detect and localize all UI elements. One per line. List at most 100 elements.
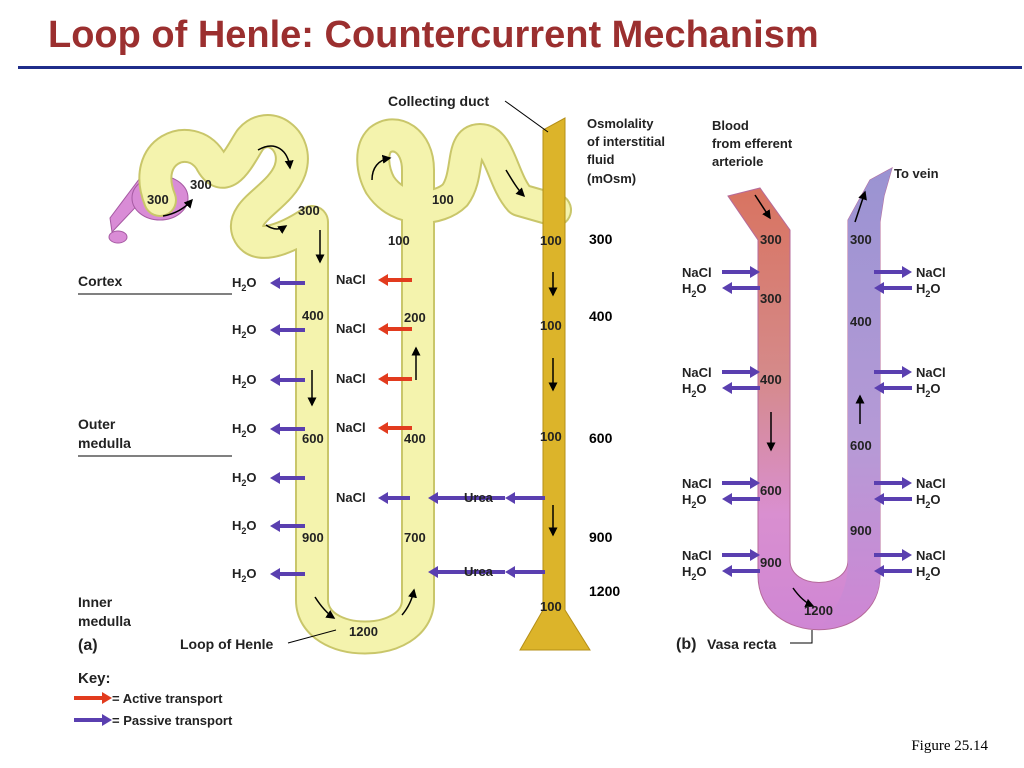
osm-900: 900: [589, 529, 613, 545]
urea-arrow-1: [505, 492, 545, 504]
vr-ascending-600: 600: [850, 438, 872, 453]
vr-right-h2o-arrow-3: [874, 493, 912, 505]
value-ascending-top: 100: [388, 233, 410, 248]
h2o-arrow-descending-6: [270, 520, 305, 532]
vr-left-nacl-arrow-2: [722, 366, 760, 378]
vr-left-nacl-label-1: NaCl: [682, 265, 712, 280]
h2o-label-descending-3: H2O: [232, 372, 257, 390]
vr-ascending-400: 400: [850, 314, 872, 329]
inner-medulla-label-2: medulla: [78, 613, 131, 629]
vr-left-h2o-label-3: H2O: [682, 492, 707, 510]
vr-bend-1200: 1200: [804, 603, 833, 618]
blood-label-line2: from efferent: [712, 136, 793, 151]
vr-right-h2o-label-3: H2O: [916, 492, 941, 510]
value-ascending-700: 700: [404, 530, 426, 545]
osm-header-line3: fluid: [587, 152, 614, 167]
urea-to-loop-arrow-2: [428, 566, 505, 578]
vr-right-h2o-label-1: H2O: [916, 281, 941, 299]
nacl-active-arrow-2: [378, 323, 412, 335]
loop-leader: [287, 629, 337, 644]
vr-right-h2o-arrow-2: [874, 382, 912, 394]
nacl-label-ascending-3: NaCl: [336, 371, 366, 386]
osm-300: 300: [589, 231, 613, 247]
vr-ascending-300: 300: [850, 232, 872, 247]
vr-right-h2o-label-4: H2O: [916, 564, 941, 582]
h2o-label-descending-2: H2O: [232, 322, 257, 340]
vr-right-nacl-label-1: NaCl: [916, 265, 946, 280]
nacl-active-arrow-1: [378, 274, 412, 286]
vr-left-h2o-label-1: H2O: [682, 281, 707, 299]
blood-label-line3: arteriole: [712, 154, 763, 169]
vr-left-h2o-label-4: H2O: [682, 564, 707, 582]
vasa-recta-label: Vasa recta: [707, 636, 776, 652]
osm-1200: 1200: [589, 583, 620, 599]
vr-right-nacl-arrow-4: [874, 549, 912, 561]
nacl-label-ascending-4: NaCl: [336, 420, 366, 435]
outer-medulla-label-1: Outer: [78, 416, 116, 432]
urea-label-2: Urea: [464, 564, 494, 579]
inner-medulla-label-1: Inner: [78, 594, 113, 610]
nacl-label-ascending-2: NaCl: [336, 321, 366, 336]
part-b-label: (b): [676, 636, 696, 653]
nacl-active-arrow-4: [378, 422, 412, 434]
key-active-label: = Active transport: [112, 691, 223, 706]
nephron-tubule: [138, 114, 572, 655]
vr-right-h2o-label-2: H2O: [916, 381, 941, 399]
h2o-label-descending-7: H2O: [232, 566, 257, 584]
value-glomerulus: 300: [147, 192, 169, 207]
vr-left-h2o-arrow-2: [722, 382, 760, 394]
urea-to-loop-arrow-1: [428, 492, 505, 504]
h2o-label-descending-5: H2O: [232, 470, 257, 488]
figure-reference: Figure 25.14: [911, 738, 988, 754]
vr-right-h2o-arrow-1: [874, 282, 912, 294]
collecting-duct-leader: [504, 100, 549, 133]
vr-descending-600: 600: [760, 483, 782, 498]
h2o-arrow-descending-2: [270, 324, 305, 336]
vasa-leader: [790, 630, 813, 644]
vr-right-nacl-label-3: NaCl: [916, 476, 946, 491]
transport-labels-tubule: H2OH2OH2OH2OH2OH2OH2ONaClNaClNaClNaClNaC…: [232, 272, 494, 584]
value-loop-bend: 1200: [349, 624, 378, 639]
h2o-arrow-descending-1: [270, 277, 305, 289]
nacl-active-arrow-3: [378, 373, 412, 385]
nacl-label-ascending-1: NaCl: [336, 272, 366, 287]
osm-header-line2: of interstitial: [587, 134, 665, 149]
urea-label-1: Urea: [464, 490, 494, 505]
value-descending-400: 400: [302, 308, 324, 323]
transport-arrows-tubule: [270, 274, 545, 580]
outer-medulla-label-2: medulla: [78, 435, 131, 451]
h2o-label-descending-4: H2O: [232, 421, 257, 439]
h2o-arrow-descending-4: [270, 423, 305, 435]
loop-of-henle-label: Loop of Henle: [180, 636, 274, 652]
h2o-arrow-descending-5: [270, 472, 305, 484]
value-descending-900: 900: [302, 530, 324, 545]
vr-left-nacl-label-2: NaCl: [682, 365, 712, 380]
cortex-label: Cortex: [78, 273, 123, 289]
urea-arrow-2: [505, 566, 545, 578]
value-pct-1: 300: [190, 177, 212, 192]
vr-descending-900: 900: [760, 555, 782, 570]
vr-right-nacl-label-4: NaCl: [916, 548, 946, 563]
vr-left-h2o-arrow-3: [722, 493, 760, 505]
value-ascending-200: 200: [404, 310, 426, 325]
h2o-arrow-descending-3: [270, 374, 305, 386]
key-active-arrow: [74, 692, 112, 704]
nacl-label-ascending-5: NaCl: [336, 490, 366, 505]
vr-left-nacl-arrow-4: [722, 549, 760, 561]
value-cd-3: 100: [540, 429, 562, 444]
vr-descending-300b: 300: [760, 291, 782, 306]
value-dct: 100: [432, 192, 454, 207]
osm-header-line1: Osmolality: [587, 116, 654, 131]
vr-right-nacl-arrow-3: [874, 477, 912, 489]
vr-left-h2o-arrow-1: [722, 282, 760, 294]
flow-arrows: [162, 145, 867, 619]
collecting-duct-label: Collecting duct: [388, 93, 489, 109]
to-vein-label: To vein: [894, 166, 939, 181]
vr-left-nacl-arrow-3: [722, 477, 760, 489]
value-ascending-400: 400: [404, 431, 426, 446]
vr-right-h2o-arrow-4: [874, 565, 912, 577]
value-pct-2: 300: [298, 203, 320, 218]
h2o-arrow-descending-7: [270, 568, 305, 580]
